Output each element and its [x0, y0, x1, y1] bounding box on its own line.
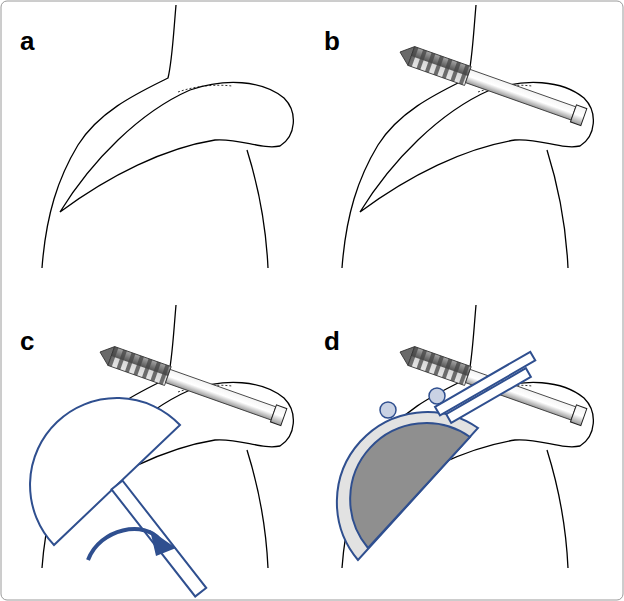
- panel-letter: c: [20, 328, 34, 354]
- panel-letter: a: [20, 28, 34, 54]
- trial-head: [30, 398, 206, 596]
- shoulder-outline: [42, 5, 293, 268]
- panel-letter: b: [324, 28, 340, 54]
- panel-letter: d: [324, 328, 340, 354]
- shoulder-outline: [342, 5, 593, 268]
- screw: [397, 43, 587, 127]
- prosthesis: [337, 352, 541, 560]
